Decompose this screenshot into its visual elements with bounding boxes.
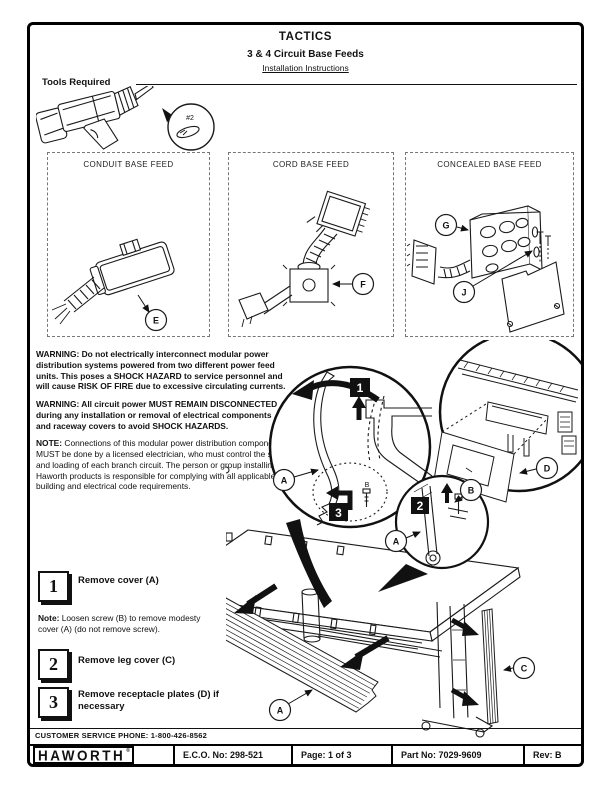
callout-a-label: A [393, 537, 400, 547]
cord-feed-assembly [238, 190, 371, 328]
page-number: Page: 1 of 3 [293, 746, 393, 764]
page-subtitle: Installation Instructions [262, 63, 349, 73]
registered-mark: ® [126, 748, 130, 754]
callout-c-label: C [521, 664, 528, 674]
callout-g-label: G [442, 221, 449, 231]
haworth-logo-text: HAWORTH [38, 746, 126, 764]
step-2-text: Remove leg cover (C) [78, 655, 176, 666]
revision: Rev: B [533, 750, 562, 760]
step-note-text: Loosen screw (B) to remove modesty cover… [38, 613, 201, 634]
warning-1-label: WARNING: [36, 349, 80, 359]
callout-a-label: A [277, 706, 284, 716]
marker-3-label: 3 [335, 506, 342, 520]
main-diagram: B 1 3 A [226, 340, 581, 738]
concealed-feed-illustration: G J [406, 205, 565, 333]
modesty-panel [226, 597, 379, 713]
marker-2-label: 2 [417, 499, 424, 513]
callout-a-label: A [281, 476, 288, 486]
cord-feed-illustration: F [238, 190, 375, 328]
callout-f-label: F [360, 280, 366, 290]
conduit-box-title: CONDUIT BASE FEED [83, 160, 174, 169]
detail-circle-cover: B 1 3 A [268, 365, 433, 529]
eco-number: E.C.O. No: 298-521 [175, 746, 293, 764]
tools-required-label: Tools Required [42, 77, 111, 88]
drill-illustration: #2 [36, 86, 215, 151]
callout-a-badge-1: A [272, 468, 319, 492]
bit-detail-circle: #2 [167, 103, 215, 151]
leg-cover-c [481, 608, 499, 725]
callout-d-badge: D [519, 456, 559, 480]
removal-arrows [234, 519, 479, 706]
callout-e-badge: E [137, 294, 168, 332]
step-note: Note: Loosen screw (B) to remove modesty… [38, 613, 206, 635]
brand-title: TACTICS [278, 31, 333, 43]
callout-g-badge: G [434, 213, 469, 237]
step-note-label: Note: [38, 613, 60, 623]
junction-box [469, 205, 543, 279]
drill-body [36, 86, 154, 150]
marker-1-box: 1 [350, 378, 370, 420]
callout-c-badge: C [503, 656, 536, 680]
callout-e-label: E [153, 316, 159, 326]
conduit-connector [51, 238, 175, 325]
cord-base-feed-box: CORD BASE FEED [228, 152, 394, 337]
concealed-box-title: CONCEALED BASE FEED [437, 160, 542, 169]
step-3-number: 3 [38, 687, 69, 718]
customer-service-phone: CUSTOMER SERVICE PHONE: 1-800-426-8562 [35, 731, 207, 740]
step-1-digit: 1 [49, 576, 58, 596]
marker-2-box: 2 [411, 483, 453, 514]
concealed-base-feed-box: CONCEALED BASE FEED [405, 152, 574, 337]
conduit-base-feed-box: CONDUIT BASE FEED E [47, 152, 210, 337]
callout-f-badge: F [332, 272, 375, 296]
step-2-digit: 2 [49, 654, 58, 674]
warning-2: WARNING: All circuit power MUST REMAIN D… [36, 399, 288, 431]
cord-box-title: CORD BASE FEED [272, 160, 350, 169]
note-paragraph: NOTE: Connections of this modular power … [36, 438, 288, 492]
warnings-column: WARNING: Do not electrically interconnec… [36, 349, 288, 499]
callout-b-small-label: B [365, 482, 370, 489]
warning-1-text: Do not electrically interconnect modular… [36, 349, 286, 392]
marker-3-box: 3 [326, 486, 353, 521]
part-number: Part No: 7029-9609 [393, 746, 525, 764]
page-frame: TACTICS 3 & 4 Circuit Base Feeds Install… [27, 22, 584, 767]
footer-bar: HAWORTH ® E.C.O. No: 298-521 Page: 1 of … [30, 744, 581, 764]
callout-a-badge-3: A [268, 689, 313, 722]
cover-plate-screws [536, 231, 551, 262]
step-1-text: Remove cover (A) [78, 575, 159, 586]
callout-d-label: D [544, 464, 551, 474]
cover-plate [501, 261, 565, 333]
callout-b-label: B [468, 486, 475, 496]
conduit-feed-illustration: E [51, 238, 175, 332]
document-header: TACTICS 3 & 4 Circuit Base Feeds Install… [30, 31, 581, 73]
bit-size-label: #2 [186, 115, 194, 122]
callout-j-label: J [461, 288, 466, 298]
flex-conduit-and-connector [406, 239, 471, 285]
callout-j-badge: J [452, 250, 533, 304]
detail-circle-plate: D [226, 340, 581, 503]
warning-1: WARNING: Do not electrically interconnec… [36, 349, 288, 392]
step-1-number: 1 [38, 571, 69, 602]
step-2-number: 2 [38, 649, 69, 680]
step-3-digit: 3 [49, 692, 58, 712]
callout-b-badge: B [454, 478, 483, 503]
curved-remove-arrow [292, 380, 380, 403]
footer-divider [30, 728, 581, 729]
warning-2-text: All circuit power MUST REMAIN DISCONNECT… [36, 399, 278, 431]
page-title: 3 & 4 Circuit Base Feeds [247, 49, 364, 60]
detail-circle-screw: 2 B A [384, 474, 490, 570]
tools-divider [136, 84, 577, 85]
logo-cell: HAWORTH ® [30, 746, 175, 764]
haworth-logo: HAWORTH ® [33, 746, 134, 764]
note-label: NOTE: [36, 438, 63, 449]
marker-1-label: 1 [357, 381, 364, 395]
warning-2-label: WARNING: [36, 399, 80, 409]
note-text: Connections of this modular power distri… [36, 438, 283, 492]
step-3-text: Remove receptacle plates (D) if necessar… [78, 689, 219, 712]
callout-a-badge-2: A [384, 529, 421, 553]
